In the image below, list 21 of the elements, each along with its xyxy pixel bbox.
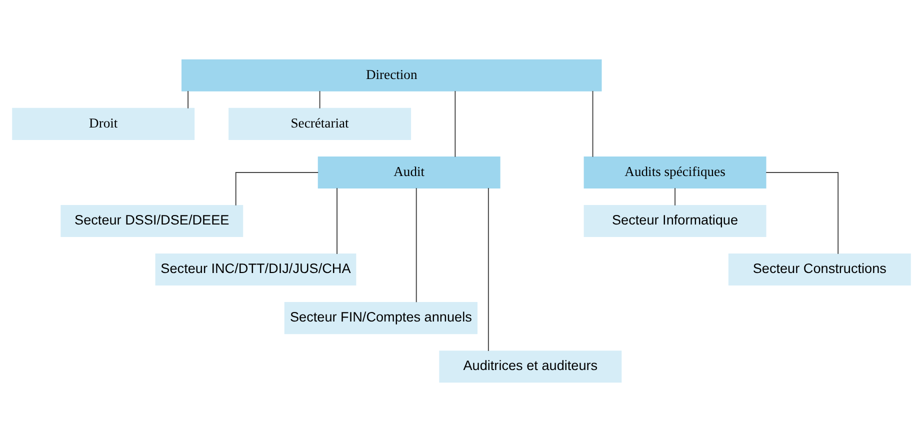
node-box: Secrétariat [228, 107, 412, 140]
connector [592, 90, 594, 157]
connector [454, 90, 456, 157]
connector [188, 90, 189, 108]
node-box: Droit [12, 107, 195, 140]
connector [416, 187, 417, 302]
node-box: Secteur Informatique [584, 204, 766, 237]
connector [766, 171, 839, 254]
node-box: Direction [181, 58, 602, 91]
connector [336, 187, 338, 254]
node-box: Audits spécifiques [584, 156, 766, 188]
node-box: Secteur INC/DTT/DIJ/JUS/CHA [155, 253, 356, 286]
connector [319, 90, 320, 108]
connector [674, 187, 676, 206]
node-box: Audit [318, 156, 500, 188]
node-box: Secteur FIN/Comptes annuels [284, 302, 478, 334]
connector [235, 171, 319, 206]
node-box: Secteur Constructions [728, 253, 911, 286]
node-box: Auditrices et auditeurs [439, 350, 622, 382]
connector [488, 187, 489, 351]
node-box: Secteur DSSI/DSE/DEEE [60, 204, 244, 237]
